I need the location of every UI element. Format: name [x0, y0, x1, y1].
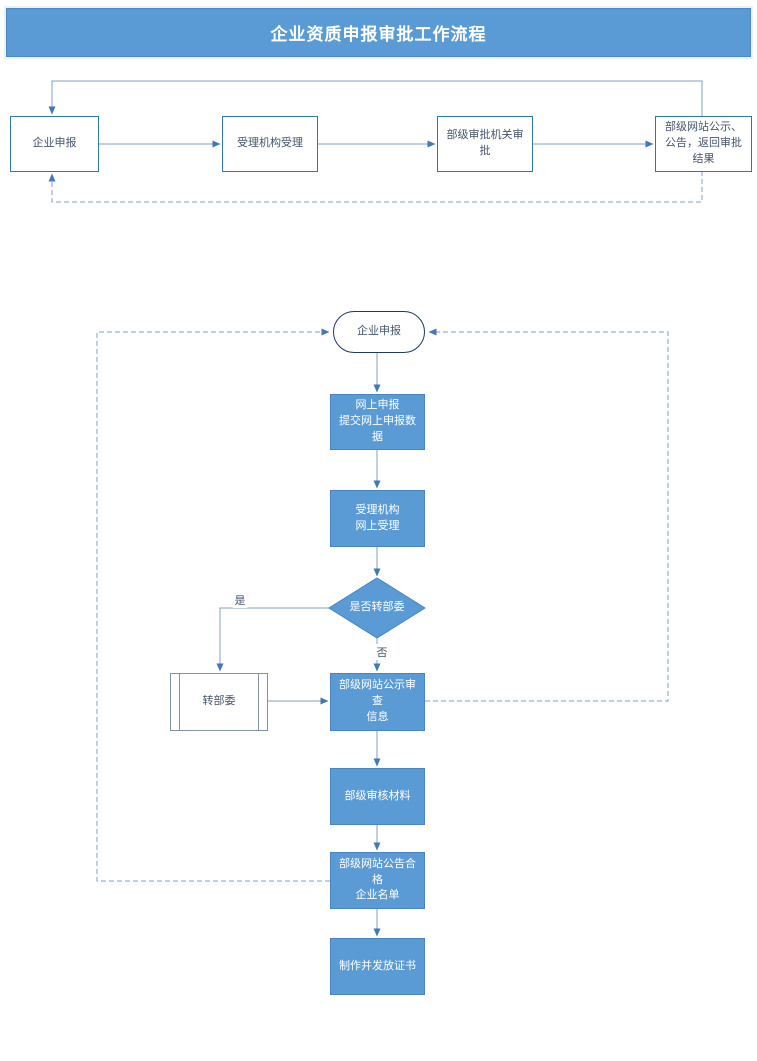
- loop-top-solid: [48, 80, 703, 116]
- loop-left-dashed: [96, 328, 330, 882]
- decision-yes-label: 是: [232, 592, 248, 608]
- step-issue-certificate: 制作并发放证书: [330, 938, 425, 995]
- loop-top-dashed: [48, 171, 703, 203]
- predefined-process-bar-left: [179, 674, 180, 730]
- decision-diamond-shape: [328, 577, 426, 639]
- step-publicity-review-info: 部级网站公示审查 信息: [330, 673, 425, 731]
- loop-right-dashed: [425, 328, 669, 702]
- start-terminal: 企业申报: [333, 311, 425, 353]
- side-process-transfer: 转部委: [170, 673, 268, 731]
- top-node-agency-accept: 受理机构受理: [222, 116, 318, 172]
- step-announce-qualified-list: 部级网站公告合格 企业名单: [330, 852, 425, 909]
- decision-transfer-ministry: 是否转部委: [349, 601, 405, 614]
- step-online-apply: 网上申报 提交网上申报数据: [330, 394, 425, 450]
- step-ministry-review: 部级审核材料: [330, 768, 425, 825]
- step-online-accept: 受理机构 网上受理: [330, 490, 425, 547]
- top-node-ministry-approve: 部级审批机关审批: [437, 116, 533, 172]
- decision-no-label: 否: [374, 644, 390, 660]
- arrow-decision-yes: [216, 607, 330, 672]
- side-process-label: 转部委: [202, 695, 236, 708]
- predefined-process-bar-right: [258, 674, 259, 730]
- page-title: 企业资质申报审批工作流程: [6, 8, 751, 57]
- top-node-website-result: 部级网站公示、公告，返回审批结果: [655, 116, 752, 172]
- top-node-enterprise-apply: 企业申报: [10, 116, 99, 172]
